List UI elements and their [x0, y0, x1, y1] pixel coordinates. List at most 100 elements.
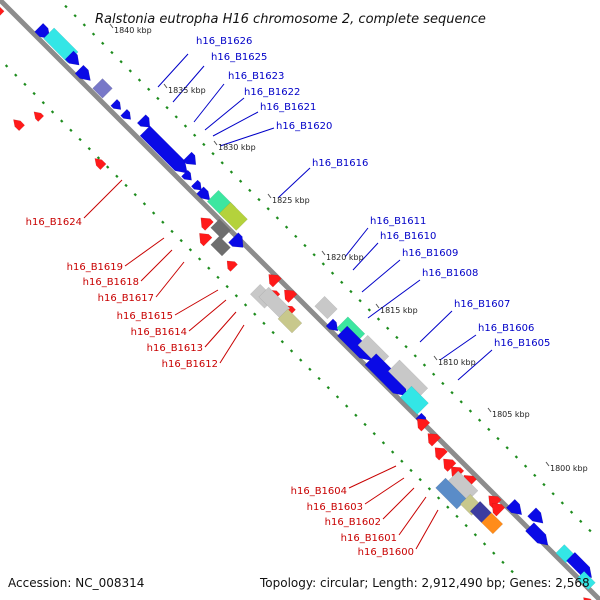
gene-label-forward: h16_B1621 [260, 102, 316, 113]
gene-forward [74, 64, 91, 81]
gc-dot-inner [179, 238, 183, 243]
gc-dot-inner [225, 284, 229, 289]
gc-dot-outer [303, 243, 307, 248]
scale-tick-mark [163, 83, 168, 89]
gene-forward [527, 507, 544, 524]
leader-line-reverse [155, 261, 185, 298]
gene-label-reverse: h16_B1604 [291, 486, 347, 497]
gene-reverse [434, 447, 448, 461]
gc-dot-inner [381, 441, 386, 445]
leader-line-reverse [348, 465, 397, 489]
gene-forward [196, 186, 211, 201]
leader-line-forward [367, 279, 421, 319]
scale-tick-mark [487, 407, 492, 413]
gene-label-reverse: h16_B1601 [341, 533, 397, 544]
gene-forward [92, 78, 113, 99]
gc-dot-inner [501, 560, 505, 565]
gc-dot-outer [174, 115, 178, 119]
gc-dot-outer [238, 179, 243, 183]
topology-text: Topology: circular; Length: 2,912,490 bp… [259, 576, 590, 590]
gc-dot-outer [404, 344, 408, 349]
gc-dot-outer [477, 418, 482, 422]
gc-dot-outer [459, 400, 463, 404]
leader-line-reverse [204, 311, 237, 348]
accession-text: Accession: NC_008314 [8, 576, 144, 590]
gene-label-forward: h16_B1609 [402, 248, 458, 259]
gene-reverse [268, 274, 282, 288]
gc-dot-inner [271, 330, 275, 335]
leader-line-forward [352, 242, 379, 271]
gc-dot-inner [23, 82, 27, 87]
gene-label-reverse: h16_B1624 [26, 217, 82, 228]
leader-line-reverse [83, 179, 123, 219]
leader-line-forward [457, 349, 493, 381]
gene-label-forward: h16_B1608 [422, 268, 478, 279]
gene-forward [218, 201, 248, 231]
gene-label-reverse: h16_B1612 [162, 359, 218, 370]
gc-dot-inner [464, 523, 468, 528]
gc-dot-inner [289, 349, 294, 353]
gene-label-forward: h16_B1623 [228, 71, 284, 82]
gene-reverse [416, 418, 431, 432]
gc-dot-outer [542, 482, 546, 487]
scale-tick-label: 1800 kbp [550, 464, 588, 473]
leader-line-reverse [188, 299, 227, 332]
gene-label-reverse: h16_B1619 [67, 262, 123, 273]
gc-dot-outer [523, 464, 528, 468]
gene-reverse [94, 158, 107, 171]
gc-dot-inner [105, 165, 110, 169]
gene-reverse [488, 495, 502, 509]
gene-label-reverse: h16_B1615 [117, 311, 173, 322]
gc-dot-inner [151, 211, 156, 215]
gc-dot-outer [147, 87, 151, 91]
gc-dot-outer [321, 262, 326, 266]
gc-skew-dots [4, 4, 592, 574]
scale-tick-label: 1810 kbp [438, 358, 476, 367]
gc-dot-outer [128, 69, 132, 73]
leader-line-forward [219, 127, 275, 147]
gc-dot-inner [262, 321, 266, 326]
gc-dot-inner [446, 505, 450, 509]
gene-features [0, 6, 596, 600]
leader-line-reverse [140, 249, 173, 282]
gc-dot-inner [492, 551, 496, 555]
gc-dot-outer [183, 124, 188, 128]
gc-dot-inner [390, 450, 395, 454]
gc-dot-inner [436, 496, 441, 500]
gc-dot-outer [579, 519, 583, 524]
gc-dot-outer [386, 326, 390, 330]
gene-forward [505, 498, 523, 516]
gene-reverse [258, 286, 291, 319]
gc-dot-outer [496, 436, 500, 441]
gc-dot-outer [64, 4, 68, 9]
gene-forward [399, 385, 429, 415]
gene-forward [110, 98, 122, 110]
gene-forward [190, 179, 202, 191]
leader-line-reverse [219, 324, 245, 364]
gc-dot-inner [197, 257, 202, 261]
gene-label-forward: h16_B1625 [211, 52, 267, 63]
leader-line-forward [172, 65, 205, 103]
gc-dot-inner [280, 340, 285, 344]
gene-forward [387, 359, 429, 400]
gc-dot-inner [427, 487, 432, 491]
scale-tick-label: 1830 kbp [218, 143, 256, 152]
gc-dot-inner [188, 248, 193, 252]
gene-label-forward: h16_B1620 [276, 121, 332, 132]
scale-tick-mark [545, 461, 550, 467]
gc-dot-outer [192, 133, 197, 137]
leader-line-reverse [398, 496, 427, 536]
gc-dot-outer [413, 354, 417, 358]
gene-label-reverse: h16_B1613 [147, 343, 203, 354]
gc-dot-outer [330, 271, 335, 275]
gc-dot-inner [299, 358, 303, 362]
gene-label-forward: h16_B1622 [244, 87, 300, 98]
leader-line-forward [157, 53, 189, 88]
gc-dot-inner [60, 119, 64, 123]
gc-dot-inner [142, 202, 147, 206]
gene-forward [139, 125, 188, 174]
gene-forward [525, 522, 549, 546]
leader-line-reverse [124, 237, 165, 267]
